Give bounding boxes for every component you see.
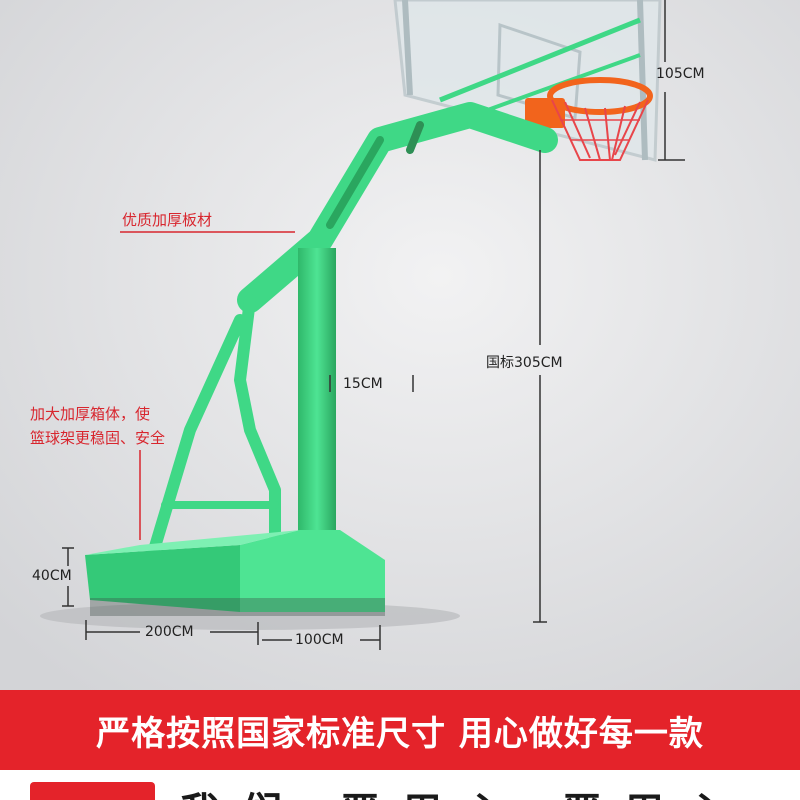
quality-plate-label: 优质加厚板材 — [122, 211, 213, 229]
promo-banner: 严格按照国家标准尺寸 用心做好每一款 — [0, 690, 800, 770]
basketball-hoop — [525, 77, 653, 161]
base-height-label: 40CM — [32, 568, 72, 584]
bottom-cut-text: 我们 严用心 严用心 — [180, 780, 748, 800]
base-length-label: 200CM — [145, 624, 194, 640]
main-post — [298, 248, 336, 548]
base-offset-label: 100CM — [295, 632, 344, 648]
banner-text: 严格按照国家标准尺寸 用心做好每一款 — [96, 713, 704, 754]
box-note-line2: 篮球架更稳固、安全 — [30, 429, 166, 447]
bottom-strip: 我们 严用心 严用心 — [0, 770, 800, 800]
ballast-base — [85, 530, 385, 616]
basketball-stand-photo — [0, 0, 800, 690]
bottom-red-badge — [30, 782, 155, 800]
box-note-line1: 加大加厚箱体，使 — [30, 405, 151, 423]
dimension-lines — [62, 0, 685, 650]
board-height-label: 105CM — [656, 66, 705, 82]
height-standard-label: 国标305CM — [486, 355, 563, 371]
post-width-label: 15CM — [343, 376, 383, 392]
